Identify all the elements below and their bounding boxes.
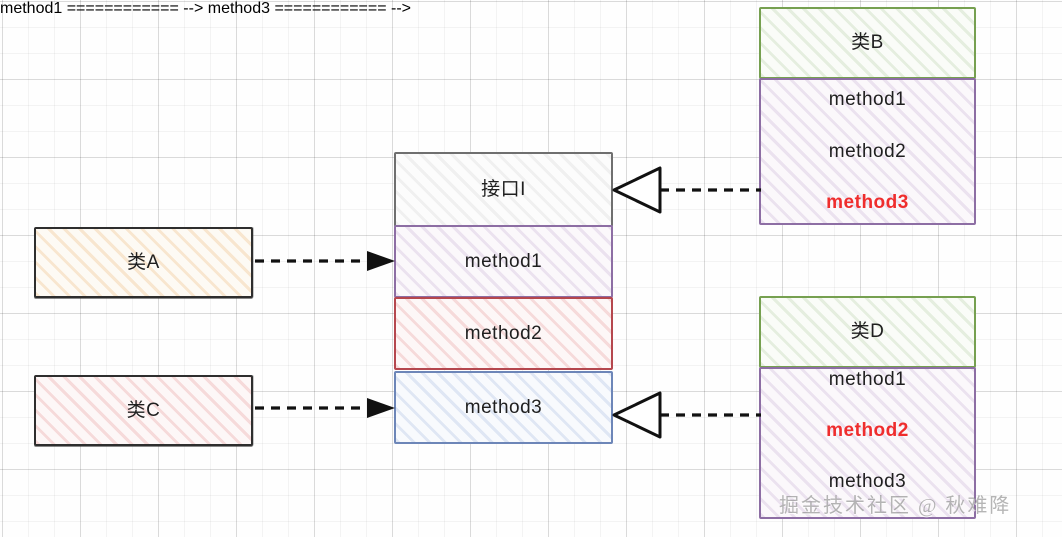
class-d-method-2: method2 (826, 420, 909, 442)
node-interface-method2[interactable]: method2 (394, 297, 613, 370)
node-class-b-header[interactable]: 类B (759, 7, 976, 79)
node-class-d-body[interactable]: method1 method2 method3 (759, 367, 976, 519)
class-d-method-3: method3 (828, 471, 907, 493)
connector-class-d-to-method3 (612, 391, 761, 439)
interface-method3-label: method3 (464, 396, 543, 418)
class-b-method-1: method1 (828, 89, 907, 111)
node-class-b-body[interactable]: method1 method2 method3 (759, 78, 976, 225)
hollow-triangle-inheritance-icon (612, 391, 662, 439)
watermark: 掘金技术社区 @ 秋难降 (779, 495, 1012, 517)
interface-method1-label: method1 (464, 250, 543, 272)
connector-class-b-to-interface (612, 166, 761, 214)
class-d-header-label: 类D (850, 321, 885, 343)
class-d-method-1: method1 (828, 368, 907, 390)
interface-method2-label: method2 (464, 322, 543, 344)
node-class-c[interactable]: 类C (34, 375, 253, 446)
node-interface-method1[interactable]: method1 (394, 225, 613, 298)
node-class-a[interactable]: 类A (34, 227, 253, 298)
node-class-d-header[interactable]: 类D (759, 296, 976, 368)
connector-class-c-to-method3 (255, 398, 395, 418)
node-interface-method3[interactable]: method3 (394, 371, 613, 444)
hollow-triangle-inheritance-icon (612, 166, 662, 214)
solid-arrowhead-icon (367, 398, 395, 418)
class-c-label: 类C (126, 399, 161, 421)
class-b-methods: method1 method2 method3 (826, 80, 909, 223)
class-d-methods: method1 method2 method3 (826, 368, 909, 517)
solid-arrowhead-icon (367, 251, 395, 271)
connector-class-a-to-method1 (255, 251, 395, 271)
interface-header-label: 接口I (481, 178, 526, 200)
class-b-header-label: 类B (851, 32, 884, 54)
class-b-method-2: method2 (828, 140, 907, 162)
class-b-method-3: method3 (826, 191, 909, 213)
class-a-label: 类A (127, 251, 160, 273)
node-interface-header[interactable]: 接口I (394, 152, 613, 227)
